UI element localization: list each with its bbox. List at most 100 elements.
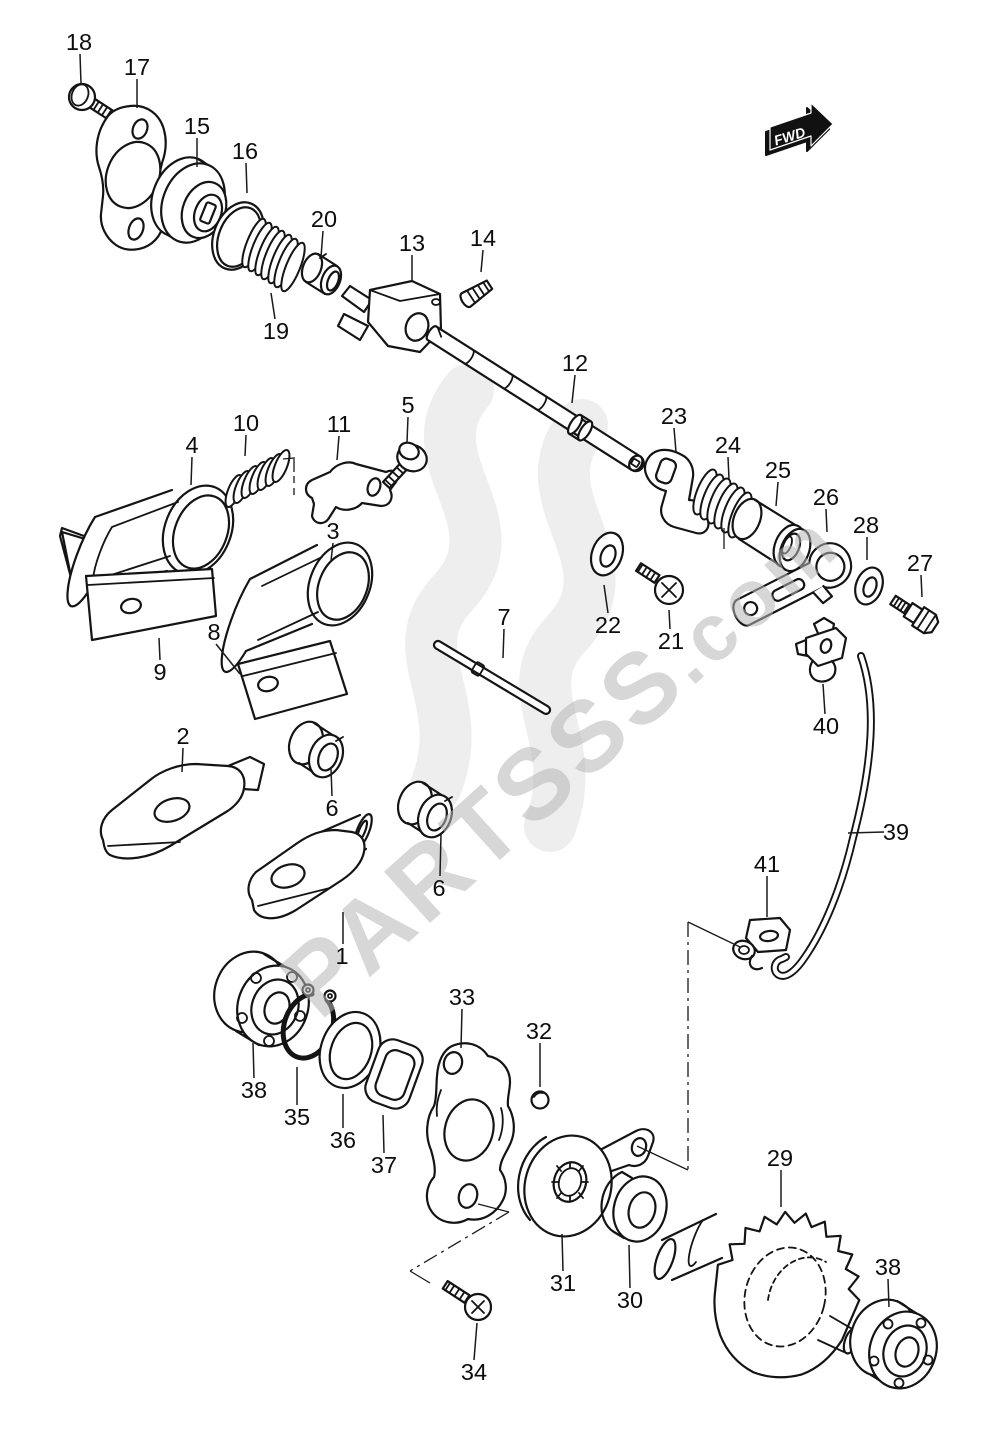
part-33-exhaust-valve-cover [425, 1042, 515, 1224]
leader-line-11 [336, 435, 340, 461]
leader-line-20 [320, 230, 324, 258]
part-label-2: 2 [176, 723, 189, 749]
part-label-38b: 38 [875, 1254, 901, 1280]
part-label-28: 28 [853, 512, 879, 538]
part-5-screw [381, 441, 428, 490]
leader-line-12 [571, 374, 576, 404]
part-label-39: 39 [883, 819, 909, 845]
part-31-valve-actuator [517, 1128, 655, 1238]
part-30-spacer [600, 1170, 668, 1243]
part-label-36: 36 [330, 1127, 356, 1153]
part-6-bushing-b [396, 780, 454, 839]
part-6-bushing-a [287, 720, 345, 779]
part-34-screw [441, 1279, 493, 1322]
part-label-9: 9 [153, 659, 166, 685]
leader-line-3 [330, 542, 334, 562]
leader-line-33 [460, 1008, 463, 1049]
part-12-exhaust-valve-shaft [425, 325, 645, 473]
part-23-bracket [643, 448, 710, 535]
part-39-valve-rod [770, 652, 875, 980]
leader-line-21 [668, 609, 671, 630]
part-label-16: 16 [232, 138, 258, 164]
part-label-22: 22 [595, 612, 621, 638]
datum-mark [282, 457, 295, 472]
part-label-38a: 38 [241, 1077, 267, 1103]
part-label-25: 25 [765, 457, 791, 483]
part-21-screw [634, 562, 685, 606]
leader-line-37 [382, 1114, 385, 1154]
part-9-valve-plate [84, 567, 218, 642]
leader-line-10 [244, 434, 247, 457]
leader-line-14 [480, 249, 484, 273]
assembly-line-cover [477, 1203, 510, 1213]
part-11-lever [304, 461, 399, 525]
leader-line-4 [190, 456, 193, 486]
leader-line-6b [439, 833, 442, 877]
leader-line-22 [603, 584, 609, 614]
part-label-15: 15 [184, 113, 210, 139]
part-14-screw [459, 279, 494, 309]
leader-line-27 [920, 574, 923, 598]
part-2-exhaust-valve [99, 755, 266, 860]
leader-line-19 [270, 292, 276, 320]
part-26-lever-plate [732, 542, 853, 627]
part-label-32: 32 [526, 1018, 552, 1044]
part-13-fork-holder [336, 279, 443, 354]
part-label-19: 19 [263, 318, 289, 344]
part-label-10: 10 [233, 410, 259, 436]
part-label-24: 24 [715, 432, 741, 458]
part-label-35: 35 [284, 1104, 310, 1130]
part-41-clamp [732, 916, 792, 971]
parts-layer [58, 82, 940, 1390]
part-label-1: 1 [335, 943, 348, 969]
part-22-washer [589, 531, 625, 577]
part-label-5: 5 [401, 392, 414, 418]
part-label-26: 26 [813, 484, 839, 510]
part-label-3: 3 [326, 518, 339, 544]
part-label-37: 37 [371, 1152, 397, 1178]
leader-line-31 [561, 1233, 564, 1272]
part-label-29: 29 [767, 1145, 793, 1171]
assembly-line-clamp [687, 921, 741, 948]
part-40-clamp [794, 616, 848, 683]
fwd-arrow-face [769, 102, 834, 151]
part-label-11: 11 [327, 411, 351, 437]
part-label-17: 17 [124, 54, 150, 80]
part-15-valve-cap [150, 156, 228, 244]
leader-line-8 [215, 643, 241, 675]
leader-line-23 [673, 427, 677, 453]
part-label-12: 12 [562, 350, 588, 376]
leader-line-16 [245, 162, 248, 194]
part-38-bearing-a [213, 950, 310, 1048]
part-18-screw [67, 82, 116, 122]
leader-line-6a [330, 768, 333, 797]
part-label-34: 34 [461, 1359, 487, 1385]
part-8-valve-plate [236, 639, 349, 721]
leader-line-7 [502, 628, 505, 659]
part-1-exhaust-valve [247, 813, 373, 920]
part-label-21: 21 [658, 628, 684, 654]
assembly-line-screw-end [409, 1270, 431, 1284]
leader-line-30 [628, 1244, 631, 1289]
leader-line-9 [158, 637, 161, 661]
part-label-23: 23 [661, 403, 687, 429]
part-3-exhaust-valve [220, 541, 374, 674]
leader-line-38b [887, 1278, 890, 1308]
part-32-steel-ball [530, 1090, 550, 1110]
leader-line-5 [406, 416, 409, 443]
assembly-line-screw [409, 1211, 510, 1272]
part-7-pin [432, 639, 552, 715]
part-label-18: 18 [66, 29, 92, 55]
leader-line-38a [252, 1042, 255, 1079]
watermark-swoosh [405, 364, 616, 852]
leader-line-24 [727, 456, 730, 480]
leader-line-26 [825, 508, 828, 533]
leader-line-18 [79, 53, 82, 85]
part-label-4: 4 [185, 432, 198, 458]
part-20-sleeve [300, 252, 343, 296]
assembly-line-arm [636, 1145, 689, 1171]
part-label-20: 20 [311, 206, 337, 232]
